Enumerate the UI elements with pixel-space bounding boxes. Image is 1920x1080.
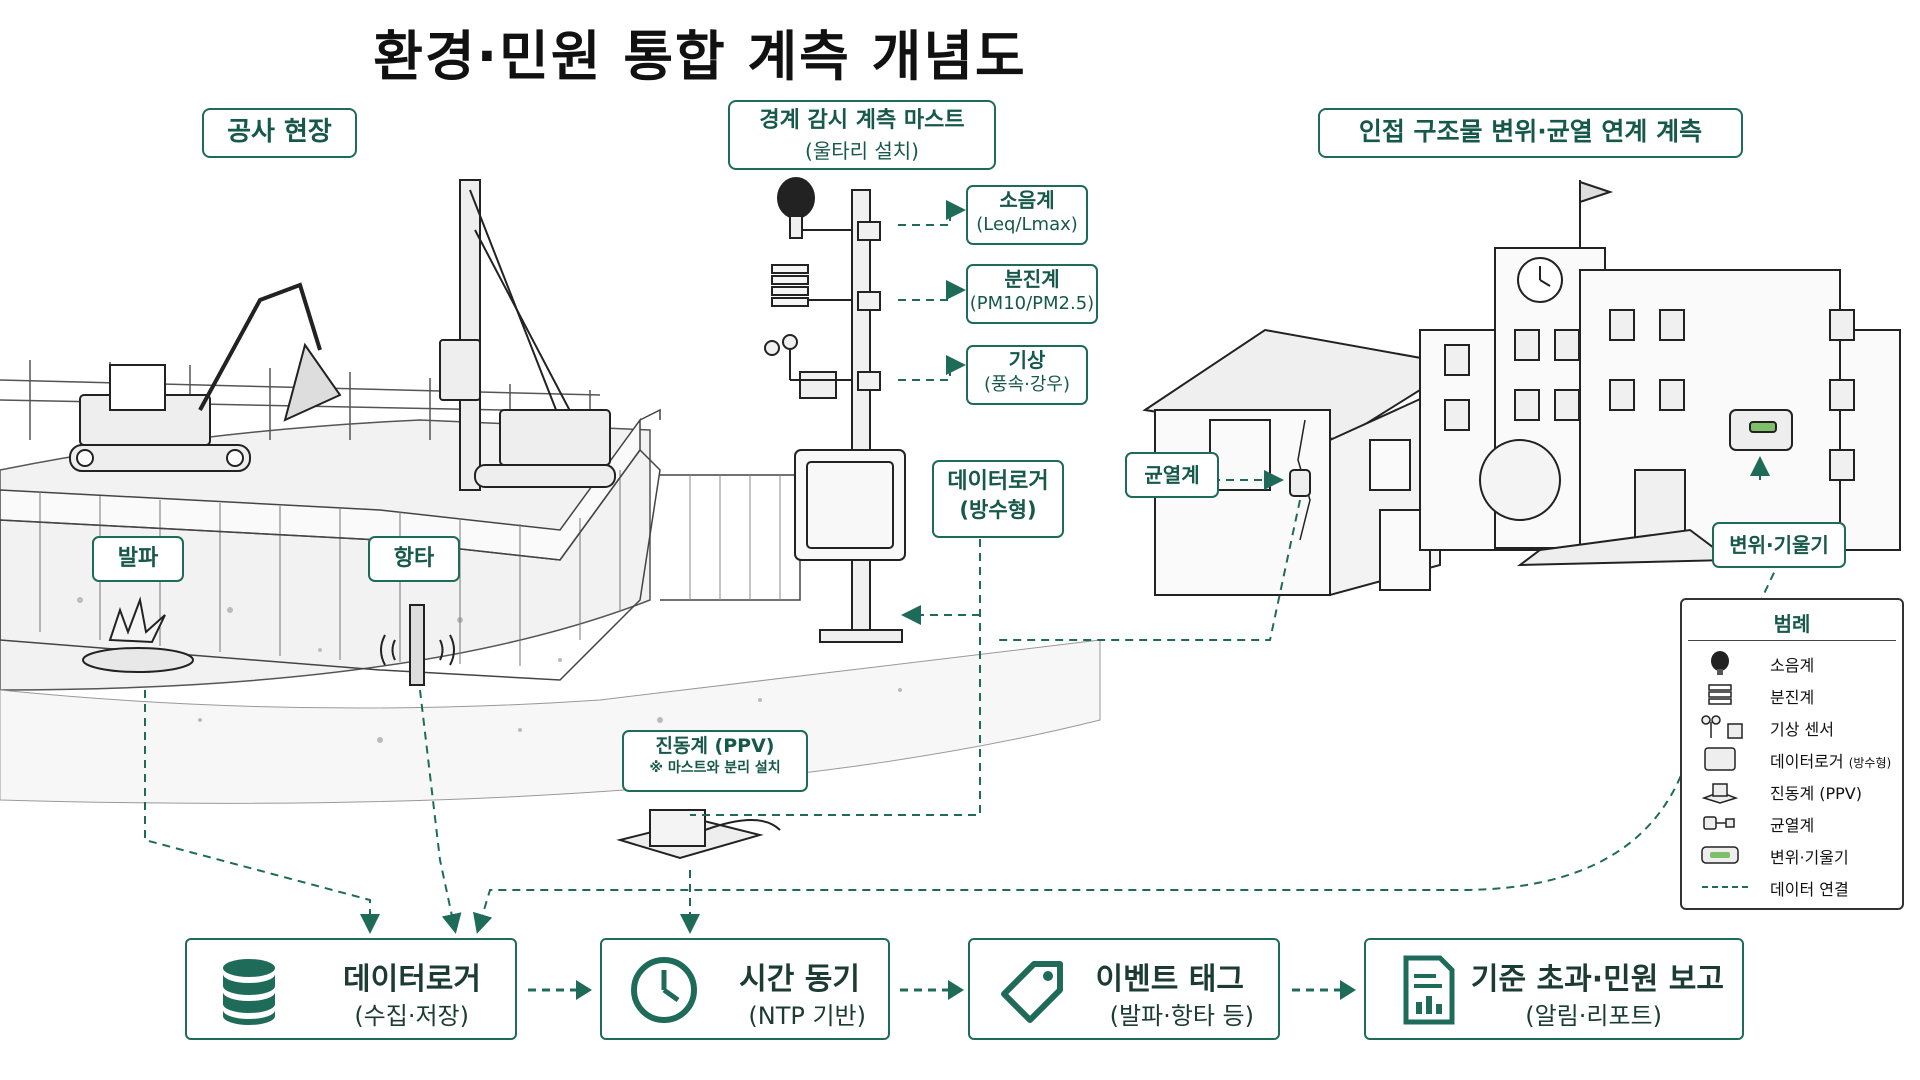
mast-title: 경계 감시 계측 마스트 [759, 108, 965, 133]
dust-meter-icon [1708, 684, 1732, 705]
noise-meter-icon [1711, 651, 1729, 675]
flow-title: 시간 동기 [739, 962, 860, 997]
tilt-meter-icon [1701, 846, 1739, 864]
database-icon [223, 959, 275, 1025]
pile-callout: 항타 [368, 536, 460, 582]
datalogger-callout: 데이터로거 (방수형) [932, 460, 1064, 538]
legend-item: 진동계 (PPV) [1682, 776, 1902, 806]
legend-item: 소음계 [1682, 648, 1902, 678]
dust-meter-sub: (PM10/PM2.5) [969, 293, 1095, 314]
legend-label: 소음계 [1770, 656, 1815, 675]
vibration-meter-icon [1701, 783, 1739, 804]
tilt-meter-callout: 변위·기울기 [1712, 522, 1846, 568]
flow-step-timesync: 시간 동기 (NTP 기반) [600, 938, 890, 1040]
front-fence [0, 408, 801, 681]
dust-meter-label: 분진계 [1004, 267, 1060, 291]
legend-label: 기상 센서 [1770, 720, 1834, 739]
pile-symbol [380, 604, 455, 686]
section-label-site: 공사 현장 [202, 108, 357, 158]
flow-step-report: 기준 초과·민원 보고 (알림·리포트) [1364, 938, 1744, 1040]
legend-item: 균열계 [1682, 808, 1902, 838]
excavator-illustration [69, 282, 342, 472]
section-label-adjacent: 인접 구조물 변위·균열 연계 계측 [1318, 108, 1743, 158]
vibration-meter-sub: ※ 마스트와 분리 설치 [649, 759, 781, 776]
legend-item: 데이터로거 (방수형) [1682, 744, 1902, 774]
vibration-sensor-illustration [616, 809, 781, 860]
legend-item: 변위·기울기 [1682, 840, 1902, 870]
legend-item: 데이터 연결 [1682, 872, 1902, 902]
crack-sensor [1289, 469, 1311, 497]
legend-label: 분진계 [1770, 688, 1815, 707]
tag-icon [1001, 961, 1063, 1023]
flow-title: 기준 초과·민원 보고 [1470, 962, 1724, 997]
flow-step-datalogger: 데이터로거 (수집·저장) [185, 938, 517, 1040]
legend-label-logger: 데이터로거 (방수형) [1770, 748, 1891, 772]
report-icon [1403, 955, 1455, 1025]
noise-meter-label: 소음계 [999, 188, 1055, 212]
house-illustration [1142, 328, 1463, 597]
datalogger-sub: (방수형) [959, 497, 1037, 522]
noise-meter-callout: 소음계 (Leq/Lmax) [966, 185, 1088, 245]
clock-icon [631, 957, 697, 1023]
flow-sub: (NTP 기반) [748, 1002, 866, 1030]
legend-item: 분진계 [1682, 680, 1902, 710]
weather-sub: (풍속·강우) [983, 374, 1070, 395]
legend-label-note: (방수형) [1848, 756, 1892, 770]
flow-sub: (발파·항타 등) [1109, 1002, 1254, 1030]
monitoring-mast [764, 177, 906, 643]
flow-arrow [900, 980, 964, 1000]
weather-callout: 기상 (풍속·강우) [966, 345, 1088, 405]
page-title: 환경·민원 통합 계측 개념도 [373, 25, 1027, 88]
legend-label: 데이터 연결 [1770, 880, 1849, 899]
mast-subtitle: (울타리 설치) [805, 139, 919, 163]
flow-title: 데이터로거 [343, 962, 481, 997]
blast-callout: 발파 [92, 536, 184, 582]
data-link-icon [1702, 886, 1750, 888]
flow-title: 이벤트 태그 [1095, 962, 1244, 997]
crack-meter-icon [1703, 816, 1735, 830]
noise-meter-sub: (Leq/Lmax) [976, 214, 1078, 235]
crack-meter-callout: 균열계 [1125, 452, 1219, 498]
weather-sensor-icon [1701, 715, 1743, 739]
legend-item: 기상 센서 [1682, 712, 1902, 742]
flow-arrow [528, 980, 592, 1000]
flow-arrow [1292, 980, 1356, 1000]
section-label-mast: 경계 감시 계측 마스트 (울타리 설치) [728, 100, 996, 170]
legend-divider [1688, 640, 1896, 641]
school-illustration [1419, 180, 1901, 567]
legend-label: 데이터로거 [1770, 752, 1844, 771]
legend-label: 진동계 (PPV) [1770, 784, 1862, 803]
legend-title: 범례 [1773, 612, 1811, 636]
vibration-meter-label: 진동계 (PPV) [655, 735, 775, 757]
legend: 범례 소음계 분진계 기상 센서 데이터로거 (방수형) 진동계 (PPV) 균… [1680, 598, 1904, 910]
datalogger-icon [1704, 747, 1736, 771]
vibration-meter-callout: 진동계 (PPV) ※ 마스트와 분리 설치 [622, 730, 808, 792]
pile-driver-illustration [439, 179, 616, 491]
blast-symbol [82, 596, 194, 673]
datalogger-label: 데이터로거 [947, 469, 1049, 494]
flow-step-eventtag: 이벤트 태그 (발파·항타 등) [968, 938, 1280, 1040]
weather-label: 기상 [1008, 348, 1046, 372]
dust-meter-callout: 분진계 (PM10/PM2.5) [966, 264, 1098, 324]
flow-sub: (수집·저장) [354, 1002, 469, 1030]
legend-label: 균열계 [1770, 816, 1815, 835]
tilt-sensor [1729, 409, 1793, 451]
legend-label: 변위·기울기 [1770, 848, 1849, 867]
flow-sub: (알림·리포트) [1525, 1002, 1662, 1030]
